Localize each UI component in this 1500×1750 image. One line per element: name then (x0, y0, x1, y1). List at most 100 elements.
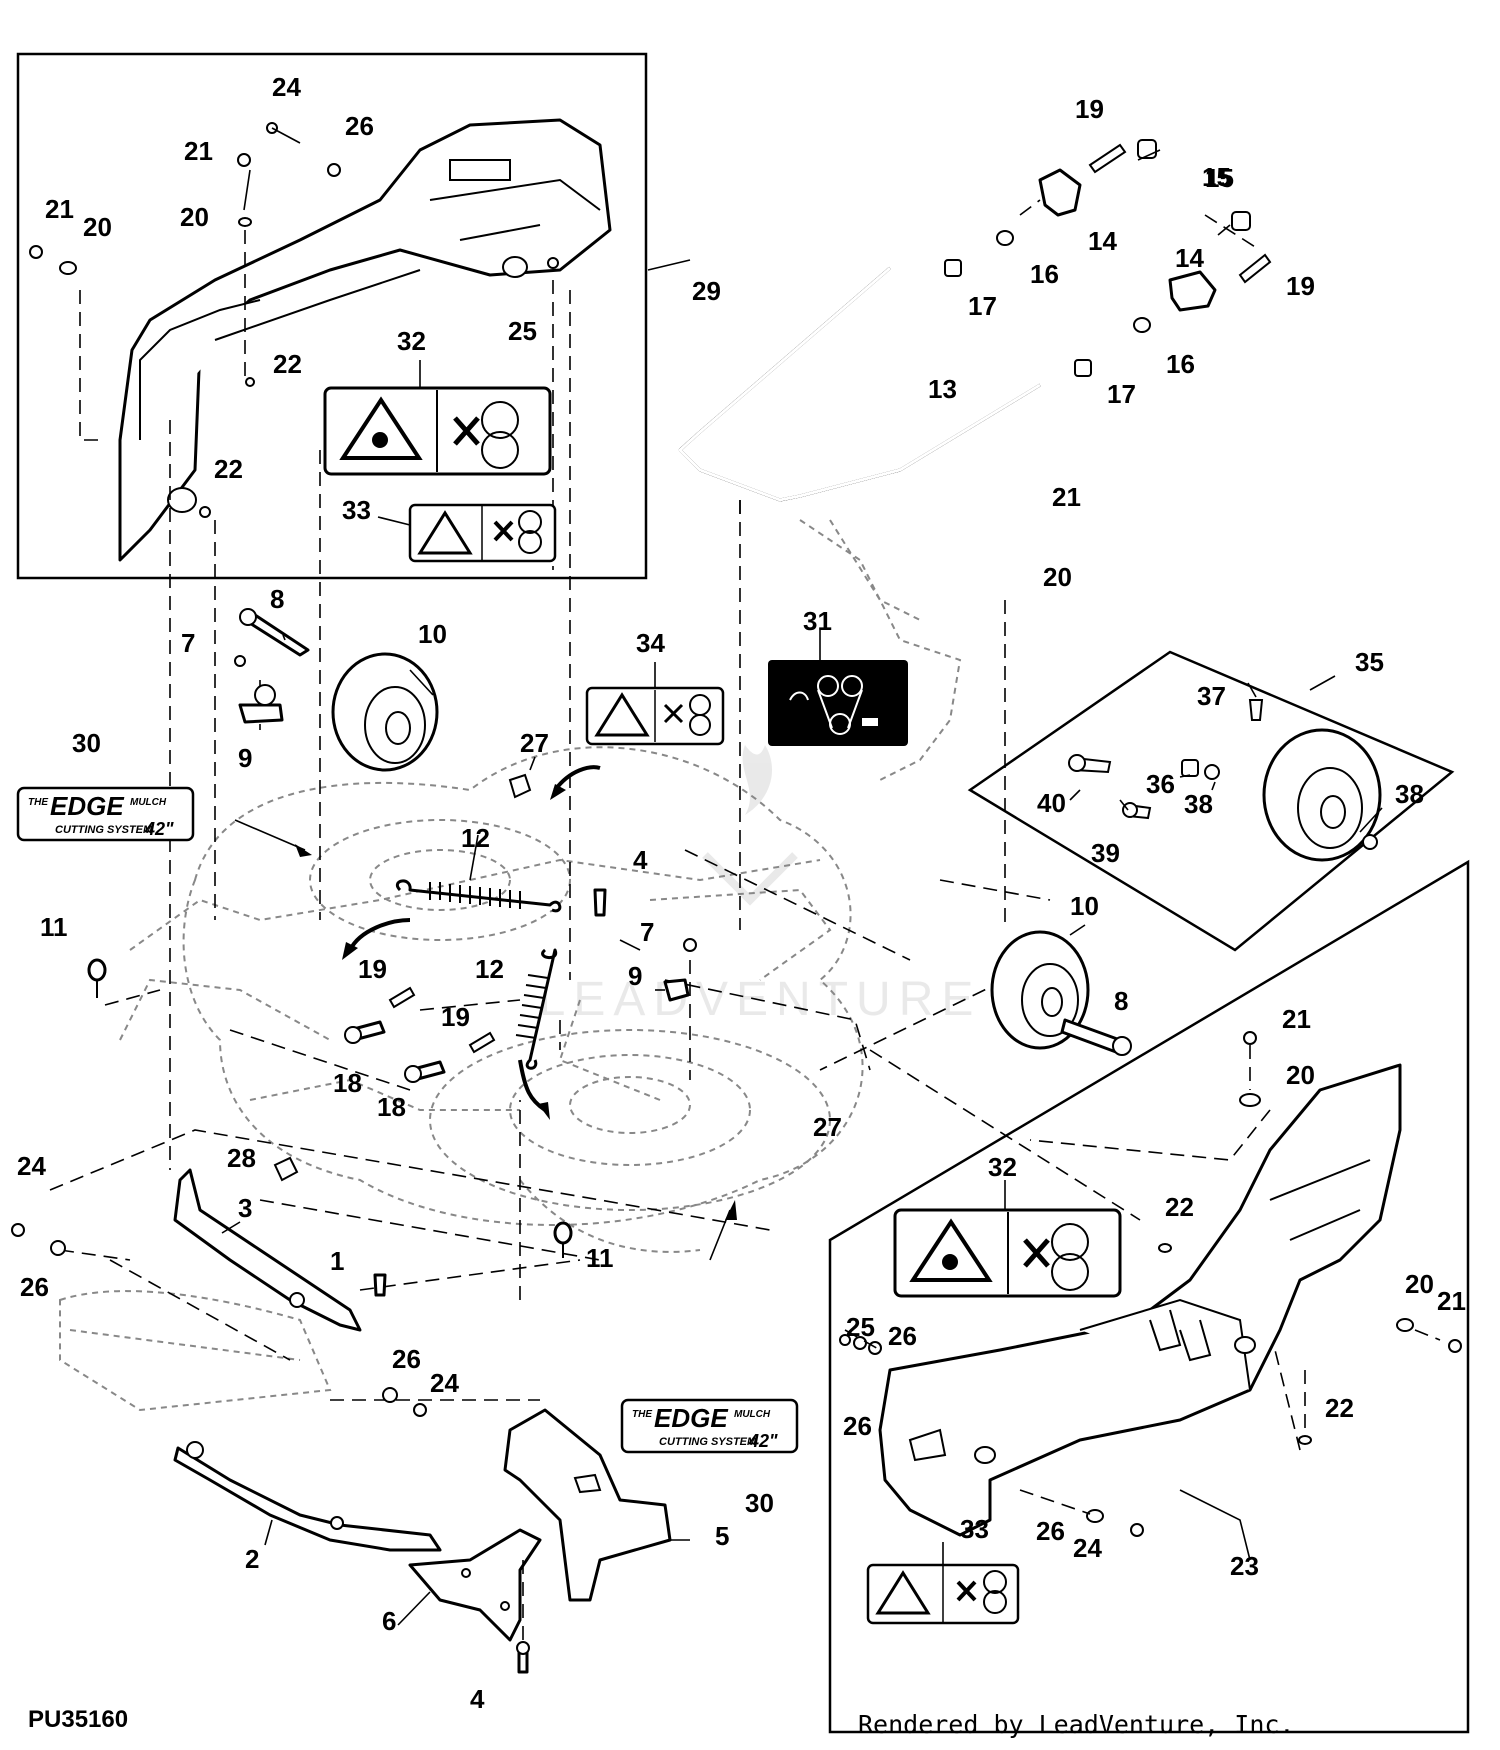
inset-left-shield (16, 52, 691, 580)
callout-15: 15 (1205, 163, 1234, 193)
callout-3: 3 (238, 1193, 252, 1223)
callout-22: 22 (214, 454, 243, 484)
callout-labels: 24 26 21 21 20 20 25 29 22 32 22 33 19 1… (17, 72, 1466, 1714)
callout-21: 21 (1437, 1286, 1466, 1316)
baffle-5 (503, 1408, 672, 1602)
callout-27: 27 (813, 1112, 842, 1142)
decal-line-the: THE (28, 797, 48, 808)
callout-2: 2 (245, 1544, 259, 1574)
callout-1: 1 (330, 1246, 344, 1276)
callout-21: 21 (1052, 482, 1081, 512)
inset-wheel-kit (967, 650, 1455, 952)
baffles-and-blades (11, 819, 737, 1674)
callout-24: 24 (430, 1368, 459, 1398)
decal-line-cutting-system: CUTTING SYSTEM (55, 824, 153, 836)
mulch-decal-30-right: THE EDGE MULCH CUTTING SYSTEM 42" (620, 1398, 799, 1454)
callout-36: 36 (1146, 769, 1175, 799)
callout-10: 10 (1070, 891, 1099, 921)
callout-19: 19 (1286, 271, 1315, 301)
callout-17: 17 (1107, 379, 1136, 409)
callout-28: 28 (227, 1143, 256, 1173)
callout-32: 32 (988, 1152, 1017, 1182)
callout-31: 31 (803, 606, 832, 636)
callout-6: 6 (382, 1606, 396, 1636)
callout-14: 14 (1175, 243, 1204, 273)
gauge-wheel-upper (234, 608, 439, 772)
callout-11: 11 (586, 1243, 614, 1273)
callout-19: 19 (358, 954, 387, 984)
alignment-lines (49, 290, 1301, 1451)
safety-decal-32-inset (893, 1208, 1122, 1298)
callout-22: 22 (1325, 1393, 1354, 1423)
callout-25: 25 (846, 1312, 875, 1342)
callout-20: 20 (83, 212, 112, 242)
callout-26: 26 (20, 1272, 49, 1302)
callout-21: 21 (1282, 1004, 1311, 1034)
baffle-2 (173, 1446, 442, 1552)
callout-26: 26 (1036, 1516, 1065, 1546)
callout-37: 37 (1197, 681, 1226, 711)
callout-12: 12 (461, 823, 490, 853)
callout-4: 4 (633, 845, 648, 875)
callout-21: 21 (45, 194, 74, 224)
callout-9: 9 (238, 743, 252, 773)
watermark: LEADVENTURE (539, 745, 973, 1026)
right-belt-shield (878, 1063, 1402, 1537)
callout-15: 15 (1202, 162, 1231, 192)
callout-38: 38 (1395, 779, 1424, 809)
callout-40: 40 (1037, 788, 1066, 818)
decal-line-edge: EDGE (654, 1403, 728, 1433)
callout-30: 30 (745, 1488, 774, 1518)
tension-springs (396, 834, 562, 1070)
callout-22: 22 (1165, 1192, 1194, 1222)
callout-24: 24 (17, 1151, 46, 1181)
gauge-wheel-lower (990, 924, 1132, 1056)
callout-21: 21 (184, 136, 213, 166)
callout-34: 34 (636, 628, 665, 658)
decal-line-size: 42" (748, 1431, 778, 1451)
callout-24: 24 (272, 72, 301, 102)
callout-22: 22 (273, 349, 302, 379)
mulch-decal-30-left: THE EDGE MULCH CUTTING SYSTEM 42" (16, 786, 195, 842)
render-credit: Rendered by LeadVenture, Inc. (858, 1710, 1295, 1739)
blade-6 (408, 1528, 542, 1642)
callout-5: 5 (715, 1521, 729, 1551)
callout-17: 17 (968, 291, 997, 321)
callout-20: 20 (180, 202, 209, 232)
callout-14: 14 (1088, 226, 1117, 256)
callout-20: 20 (1405, 1269, 1434, 1299)
callout-11: 11 (40, 912, 68, 942)
callout-9: 9 (628, 961, 642, 991)
safety-decal-32-inset (323, 386, 552, 476)
callout-19: 19 (1075, 94, 1104, 124)
safety-decal-34 (585, 662, 725, 746)
callout-7: 7 (640, 917, 654, 947)
decal-line-mulch: MULCH (734, 1409, 771, 1420)
callout-39: 39 (1091, 838, 1120, 868)
decal-line-the: THE (632, 1409, 652, 1420)
left-belt-shield (118, 118, 612, 562)
callout-26: 26 (888, 1321, 917, 1351)
mower-deck-outline (59, 519, 962, 1412)
callout-16: 16 (1030, 259, 1059, 289)
callout-30: 30 (72, 728, 101, 758)
decal-line-cutting-system: CUTTING SYSTEM (659, 1436, 757, 1448)
callout-35: 35 (1355, 647, 1384, 677)
inset-right-shield (828, 859, 1470, 1734)
callout-4: 4 (470, 1684, 485, 1714)
callout-8: 8 (1114, 986, 1128, 1016)
decal-line-edge: EDGE (50, 791, 124, 821)
callout-26: 26 (843, 1411, 872, 1441)
callout-19: 19 (441, 1002, 470, 1032)
callout-20: 20 (1286, 1060, 1315, 1090)
callout-26: 26 (345, 111, 374, 141)
callout-12: 12 (475, 954, 504, 984)
callout-24: 24 (1073, 1533, 1102, 1563)
callout-7: 7 (181, 628, 195, 658)
callout-8: 8 (270, 584, 284, 614)
belt-guide-bracket-upper (1038, 168, 1082, 217)
callout-27: 27 (520, 728, 549, 758)
callout-18: 18 (377, 1092, 406, 1122)
deck-hardware-top (342, 756, 601, 1120)
callout-29: 29 (692, 276, 721, 306)
